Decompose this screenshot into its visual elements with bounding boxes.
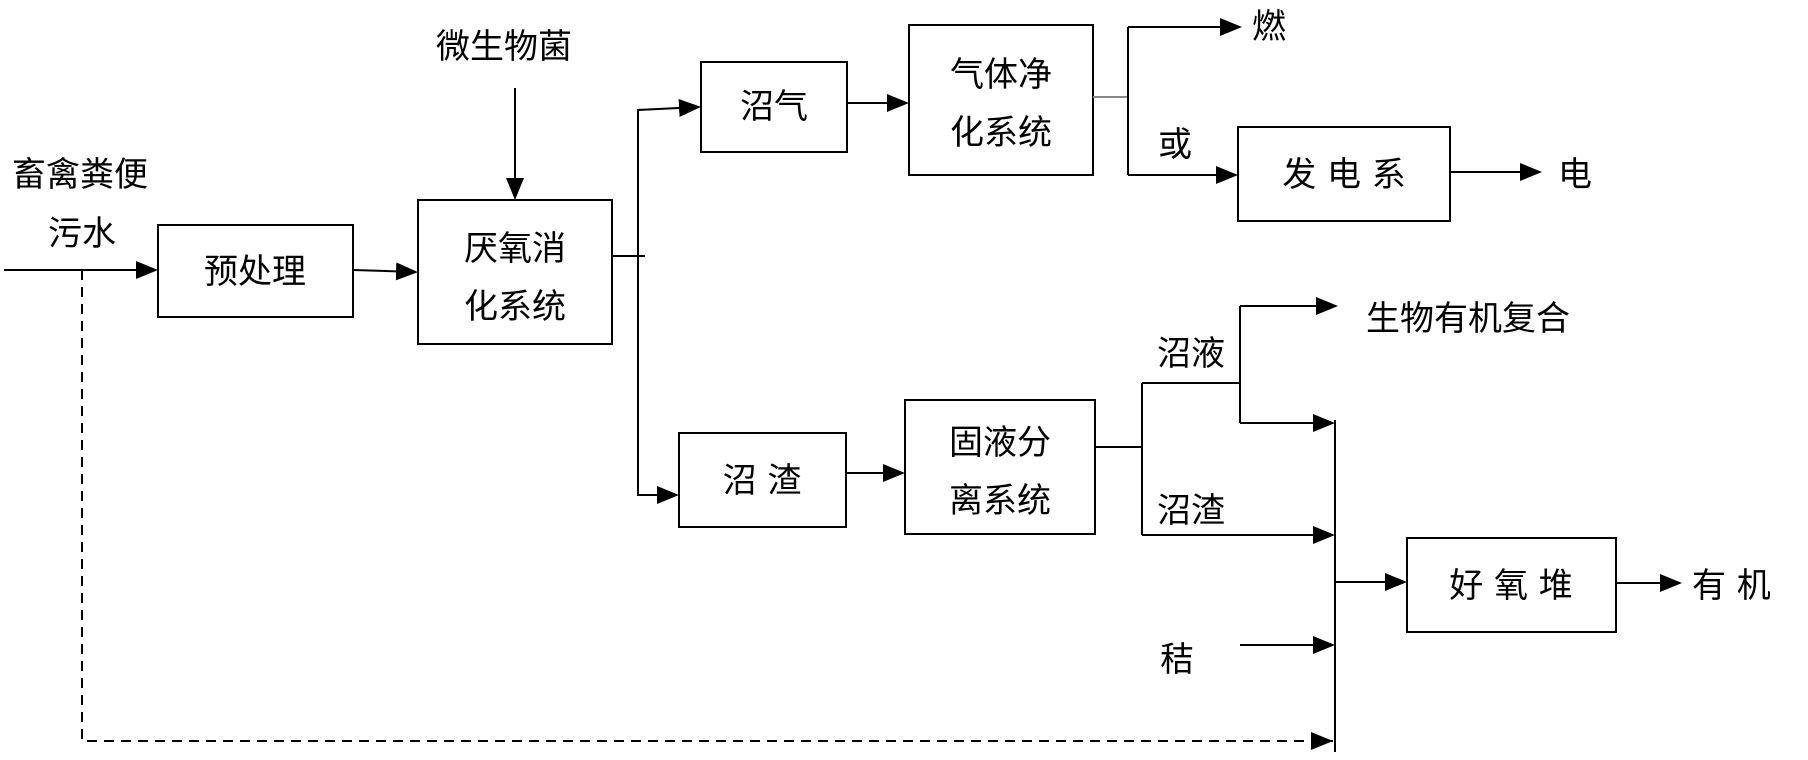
separation-label-line1: 固液分 [949, 423, 1051, 463]
anaerobic-label-line2: 化系统 [464, 287, 566, 327]
bio-organic-label: 生物有机复合 [1366, 299, 1570, 339]
electricity-label: 电 [1558, 155, 1592, 195]
slurry-label: 沼液 [1157, 334, 1225, 374]
pretreatment-to-anaerobic-arrow [352, 262, 418, 281]
biogas-residue-box: 沼 渣 [678, 432, 847, 528]
straw-label: 秸 [1160, 640, 1194, 680]
gas-purify-label-line2: 化系统 [950, 113, 1052, 153]
biogas-label: 沼气 [740, 87, 808, 127]
power-system-label: 发 电 系 [1282, 155, 1406, 195]
residue-label: 沼 渣 [723, 461, 802, 501]
power-generation-box: 发 电 系 [1237, 126, 1451, 222]
gas-purify-label-line1: 气体净 [950, 55, 1052, 95]
manure-bypass-dashed-line [81, 270, 1333, 742]
solid-liquid-separation-box: 固液分 离系统 [904, 399, 1096, 535]
anaerobic-digestion-box: 厌氧消 化系统 [417, 199, 613, 345]
residue-output-label: 沼渣 [1157, 491, 1225, 531]
organic-output-label: 有 机 [1692, 566, 1771, 606]
anaerobic-to-biogas-arrow [637, 98, 701, 256]
separation-label-line2: 离系统 [949, 481, 1051, 521]
gas-purification-box: 气体净 化系统 [908, 24, 1094, 176]
or-label: 或 [1158, 125, 1192, 165]
aerobic-compost-label: 好 氧 堆 [1449, 566, 1573, 606]
pretreatment-box: 预处理 [157, 224, 354, 318]
aerobic-compost-box: 好 氧 堆 [1406, 537, 1617, 633]
bypass-arrowhead [1311, 732, 1333, 750]
manure-label-line2: 污水 [48, 214, 116, 254]
pretreatment-label: 预处理 [204, 252, 306, 292]
anaerobic-label-line1: 厌氧消 [464, 229, 566, 269]
biogas-box: 沼气 [700, 61, 848, 153]
microbes-label: 微生物菌 [436, 27, 572, 67]
anaerobic-to-residue-arrow [637, 256, 679, 504]
fuel-label: 燃 [1252, 7, 1286, 47]
manure-label-line1: 畜禽粪便 [12, 155, 148, 195]
